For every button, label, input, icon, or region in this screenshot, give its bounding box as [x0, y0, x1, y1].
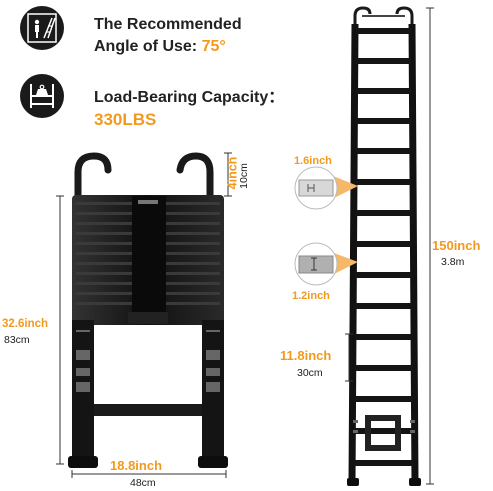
right-hook: [176, 152, 214, 202]
extended-height-imperial: 150inch: [432, 238, 481, 253]
load-text: Load-Bearing Capacity： 330LBS: [94, 87, 284, 131]
extended-height-metric: 3.8m: [441, 256, 465, 268]
angle-value: 75°: [201, 38, 226, 55]
rung-bottom-dim: 1.2inch: [292, 290, 330, 302]
angle-badge: [20, 6, 64, 50]
extended-dimension-lines: [345, 7, 434, 485]
bottom-rung: [94, 404, 202, 416]
angle-line2: Angle of Use: 75°: [94, 36, 242, 58]
width-imperial: 18.8inch: [110, 458, 163, 473]
load-value: 330LBS: [94, 110, 157, 129]
rung-callout-top: [294, 166, 358, 210]
weight-on-shelf-icon: [30, 84, 54, 108]
angle-text: The Recommended Angle of Use: 75°: [94, 14, 242, 58]
collapsed-dimension-lines: [56, 152, 232, 478]
person-on-ladder-icon: [27, 13, 57, 43]
load-label: Load-Bearing Capacity：: [94, 89, 285, 106]
left-hook: [74, 152, 112, 202]
rungs: [354, 28, 414, 466]
angle-line1: The Recommended: [94, 16, 242, 33]
rung-spacing-imperial: 11.8inch: [280, 348, 332, 363]
left-foot: [68, 456, 98, 468]
load-badge: [20, 74, 64, 118]
top-left-hook: [353, 6, 372, 30]
rung-callout-bottom: [294, 242, 358, 286]
rung-spacing-metric: 30cm: [297, 367, 323, 379]
left-rail: [348, 23, 359, 483]
angle-label: Angle of Use:: [94, 38, 202, 55]
closed-height-metric: 83cm: [4, 334, 30, 346]
right-foot: [198, 456, 228, 468]
top-right-hook: [395, 6, 414, 30]
stacked-rungs: [72, 195, 224, 325]
width-metric: 48cm: [130, 477, 156, 489]
closed-height-imperial: 32.6inch: [2, 318, 49, 330]
rung-top-dim: 1.6inch: [294, 155, 332, 167]
right-rail: [408, 23, 419, 483]
